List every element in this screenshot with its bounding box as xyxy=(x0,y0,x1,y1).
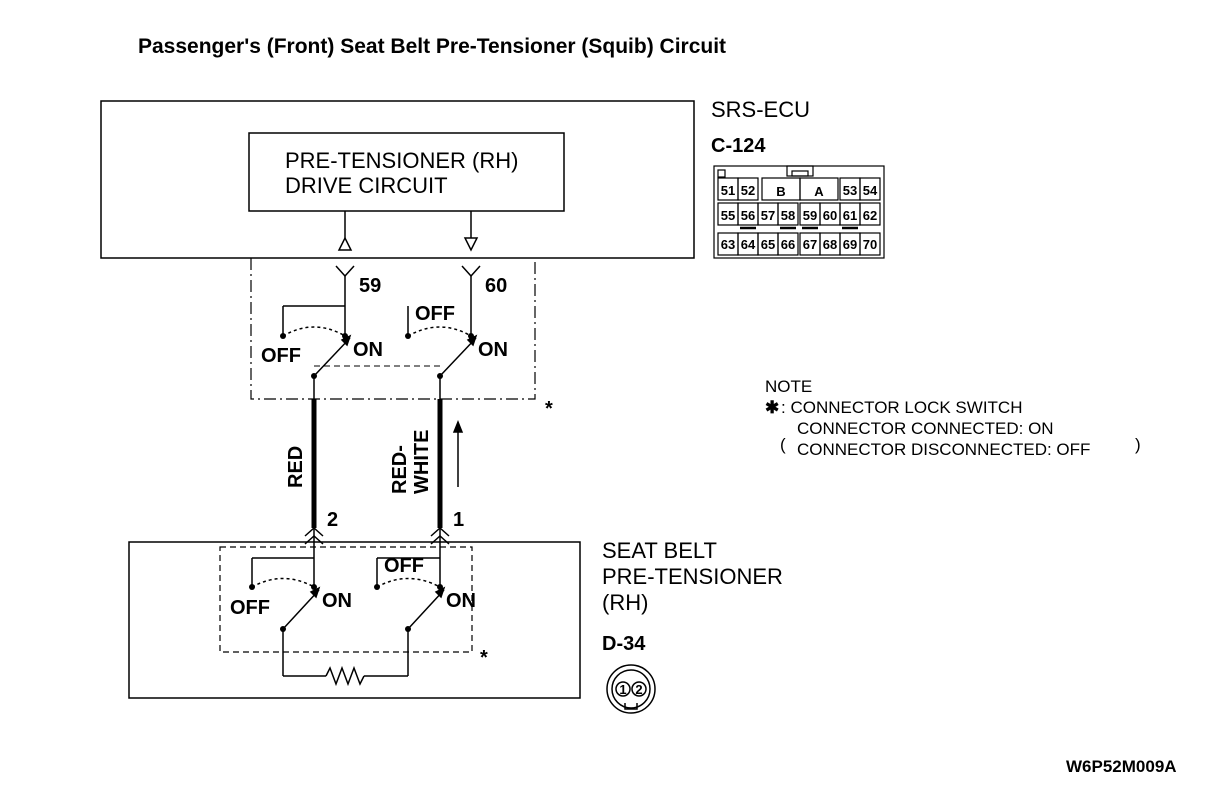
pin-label: 64 xyxy=(741,237,756,252)
d34-pin-2: 2 xyxy=(635,682,642,697)
ecu-terminals xyxy=(335,265,481,338)
note-bracket-left: ( xyxy=(780,435,786,454)
note-connected: CONNECTOR CONNECTED: ON xyxy=(797,419,1054,438)
pt-off-label-right: OFF xyxy=(384,555,424,577)
pin-label: B xyxy=(776,184,785,199)
wire-red-label: RED xyxy=(285,446,307,488)
pt-off-label-left: OFF xyxy=(230,597,270,619)
switch-arrow-icon xyxy=(309,586,321,599)
pretensioner-lock-asterisk: * xyxy=(480,647,488,669)
note-disconnected: CONNECTOR DISCONNECTED: OFF xyxy=(797,440,1090,459)
pin-label: 57 xyxy=(761,208,775,223)
drive-outputs xyxy=(337,211,479,252)
note-star-icon: ✱ xyxy=(765,398,779,417)
pin-label: 55 xyxy=(721,208,735,223)
pretensioner-lock-switch-region xyxy=(219,546,473,653)
pin-1-label: 1 xyxy=(453,509,464,531)
pin-label: 65 xyxy=(761,237,775,252)
wire-red-white-label-1: RED- xyxy=(389,445,411,494)
pt-on-label-left: ON xyxy=(322,590,352,612)
diagram-title: Passenger's (Front) Seat Belt Pre-Tensio… xyxy=(138,35,726,58)
pretensioner-lock-switches xyxy=(251,557,446,687)
ecu-connector-code: C-124 xyxy=(711,135,766,157)
harness-wires xyxy=(311,376,443,528)
pin-59-label: 59 xyxy=(359,275,381,297)
pin-label: 53 xyxy=(843,183,857,198)
triangle-up-icon xyxy=(337,236,353,251)
pt-on-label-right: ON xyxy=(446,590,476,612)
squib-resistor-icon xyxy=(325,665,365,687)
pin-label: 67 xyxy=(803,237,817,252)
pretensioner-name-2: PRE-TENSIONER xyxy=(602,564,783,589)
pin-label: 62 xyxy=(863,208,877,223)
pin-60-label: 60 xyxy=(485,275,507,297)
c124-pin-labels: 51 52 B A 53 54 55 56 57 58 59 60 61 62 … xyxy=(721,183,878,252)
note-heading: NOTE xyxy=(765,377,812,396)
pretensioner-switch-dots xyxy=(249,584,443,632)
pin-label: 60 xyxy=(823,208,837,223)
pretensioner-name-3: (RH) xyxy=(602,590,648,615)
c124-connector-face xyxy=(713,165,885,259)
pretensioner-connector-code: D-34 xyxy=(602,633,646,655)
srs-ecu-box xyxy=(100,100,695,259)
triangle-down-icon xyxy=(463,237,479,252)
pin-label: 51 xyxy=(721,183,735,198)
pin-label: 56 xyxy=(741,208,755,223)
srs-ecu-label: SRS-ECU xyxy=(711,97,810,122)
pin-label: A xyxy=(814,184,824,199)
pin-label: 61 xyxy=(843,208,857,223)
pin-label: 52 xyxy=(741,183,755,198)
pin-label: 69 xyxy=(843,237,857,252)
pin-label: 58 xyxy=(781,208,795,223)
pretensioner-box xyxy=(128,541,581,699)
pin-2-label: 2 xyxy=(327,509,338,531)
pin-label: 68 xyxy=(823,237,837,252)
pin-label: 70 xyxy=(863,237,877,252)
drive-circuit-box xyxy=(248,132,565,212)
ecu-off-label-left: OFF xyxy=(261,345,301,367)
pin-label: 54 xyxy=(863,183,878,198)
pin-label: 59 xyxy=(803,208,817,223)
ecu-on-label-right: ON xyxy=(478,339,508,361)
current-arrow-icon xyxy=(452,419,464,487)
drive-circuit-label-2: DRIVE CIRCUIT xyxy=(285,173,448,198)
ecu-lock-asterisk: * xyxy=(545,398,553,420)
ecu-on-label-left: ON xyxy=(353,339,383,361)
ecu-lock-switch-region xyxy=(250,258,536,400)
ecu-off-label-right: OFF xyxy=(415,303,455,325)
note-lock-switch: : CONNECTOR LOCK SWITCH xyxy=(781,398,1022,417)
drive-circuit-label-1: PRE-TENSIONER (RH) xyxy=(285,148,518,173)
pin-label: 66 xyxy=(781,237,795,252)
pretensioner-name-1: SEAT BELT xyxy=(602,538,717,563)
drawing-code: W6P52M009A xyxy=(1066,757,1177,776)
pin-label: 63 xyxy=(721,237,735,252)
note-bracket-right: ) xyxy=(1135,435,1141,454)
d34-connector-face xyxy=(606,664,656,714)
ecu-lock-switches xyxy=(282,305,478,377)
d34-pin-1: 1 xyxy=(619,682,626,697)
wire-red-white-label-2: WHITE xyxy=(411,430,433,494)
